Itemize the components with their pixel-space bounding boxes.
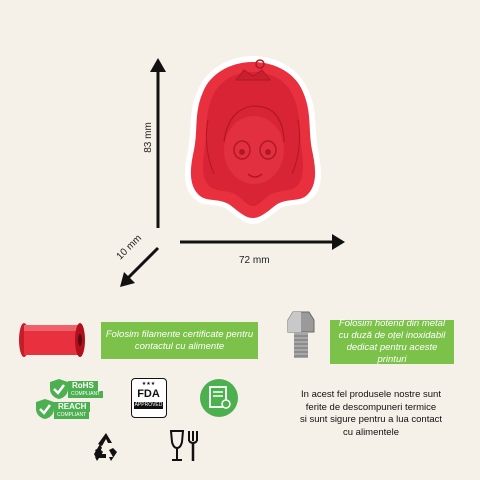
height-arrow-head <box>150 58 166 72</box>
reach-sub-label: COMPLIANT <box>54 412 90 419</box>
depth-arrow-head <box>120 272 135 287</box>
hotend-feature-text: Folosim hotend din metal cu duză de oțel… <box>330 318 454 365</box>
certificate-icon <box>200 379 238 417</box>
depth-arrow-line <box>124 246 160 282</box>
width-label: 72 mm <box>239 255 270 266</box>
reach-shield-icon <box>36 399 54 419</box>
safety-note-line-2: ferite de descompuneri termice <box>305 401 437 413</box>
height-label: 83 mm <box>142 122 154 153</box>
rohs-label: RoHS <box>68 381 98 391</box>
filament-spool-icon <box>19 323 85 357</box>
rohs-sub-label: COMPLIANT <box>68 391 104 398</box>
hotend-nozzle-icon <box>287 311 315 358</box>
recycle-icon <box>94 433 117 461</box>
safety-note-line-1: In acest fel produsele nostre sunt <box>301 389 441 400</box>
food-safe-icon <box>169 430 198 461</box>
safety-note-line-4: cu alimentele <box>343 426 399 438</box>
cookie-cutter-image <box>185 56 321 224</box>
fda-stars-icon: ★★★ <box>141 381 156 387</box>
rohs-shield-icon <box>50 379 68 399</box>
fda-sub-label: APPROVED <box>134 402 163 409</box>
safety-note: In acest fel produsele nostre sunt ferit… <box>296 389 446 439</box>
fda-label: FDA <box>137 388 160 400</box>
width-arrow-head <box>332 234 345 250</box>
reach-badge: REACH COMPLIANT <box>34 398 104 420</box>
filament-feature-text: Folosim filamente certificate pentru con… <box>101 322 258 359</box>
fda-badge: ★★★ FDA APPROVED <box>131 378 167 418</box>
rohs-badge: RoHS COMPLIANT <box>48 378 106 400</box>
safety-note-line-3: si sunt sigure pentru a lua contact <box>299 414 443 425</box>
reach-label: REACH <box>54 402 91 412</box>
